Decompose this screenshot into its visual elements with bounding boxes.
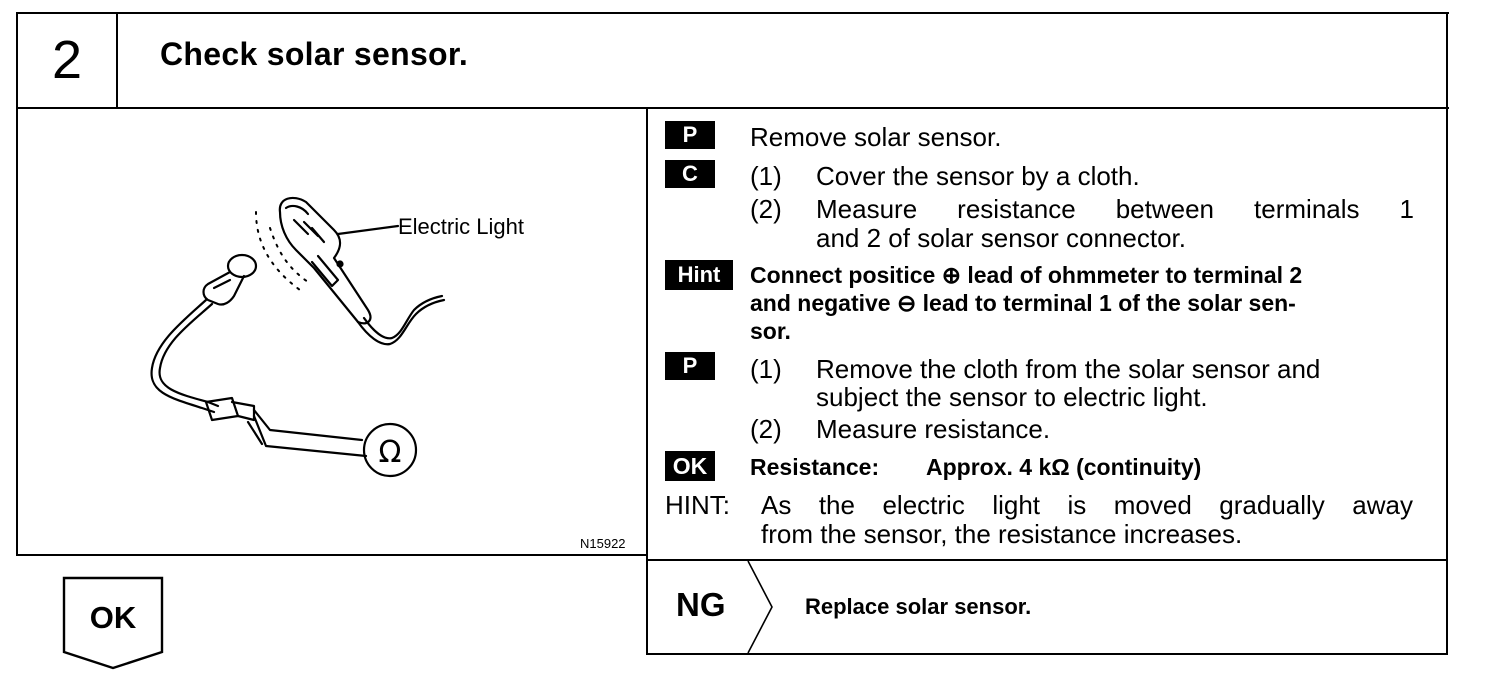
- note-line-1: As the electric light is moved gradually…: [761, 490, 1413, 520]
- note-line-2: from the sensor, the resistance increase…: [761, 519, 1243, 549]
- frame-right: [1446, 12, 1448, 655]
- frame-top: [16, 12, 1449, 14]
- step-number: 2: [51, 30, 83, 90]
- ng-label: NG: [676, 586, 726, 623]
- p2-step-2-num: (2): [750, 414, 782, 444]
- c-step-2-line-1: Measure resistance between terminals 1: [816, 194, 1414, 224]
- hint-line-1: Connect positice ⊕ lead of ohmmeter to t…: [750, 262, 1303, 288]
- c-step-2-num: (2): [750, 194, 782, 224]
- ohm-symbol: Ω: [379, 435, 402, 470]
- c-step-1-num: (1): [750, 161, 782, 191]
- ng-top: [646, 559, 1448, 561]
- step-divider: [116, 12, 118, 108]
- p2-step-2-text: Measure resistance.: [816, 414, 1051, 444]
- step-title: Check solar sensor.: [160, 36, 469, 72]
- figure-bottom: [16, 554, 648, 556]
- p2-step-1-line-1: Remove the cloth from the solar sensor a…: [816, 354, 1321, 384]
- badge-c-check: C: [665, 160, 715, 188]
- badge-ok-spec: OK: [665, 451, 715, 481]
- hint-line-3: sor.: [750, 318, 791, 344]
- header-bottom: [16, 107, 1449, 109]
- ng-action: Replace solar sensor.: [805, 594, 1032, 619]
- solar-sensor-illustration: Ω: [150, 196, 446, 478]
- p2-step-1-num: (1): [750, 354, 782, 384]
- badge-hint: Hint: [665, 260, 733, 290]
- badge-p-remove: P: [665, 121, 715, 149]
- c-step-2-line-2: and 2 of solar sensor connector.: [816, 223, 1187, 253]
- ok-result-label: OK: [89, 600, 137, 635]
- remove-sensor-text: Remove solar sensor.: [750, 122, 1002, 152]
- spec-value: Approx. 4 kΩ (continuity): [926, 454, 1202, 480]
- hint-line-2: and negative ⊖ lead to terminal 1 of the…: [750, 290, 1296, 316]
- flashlight-body: [278, 196, 372, 325]
- c-step-1-text: Cover the sensor by a cloth.: [816, 161, 1140, 191]
- ng-bottom: [646, 653, 1448, 655]
- ok-arrow-box: [62, 576, 164, 670]
- ng-chevron: [747, 561, 773, 653]
- p2-step-1-line-2: subject the sensor to electric light.: [816, 382, 1208, 412]
- spec-label: Resistance:: [750, 454, 880, 480]
- note-label: HINT:: [665, 490, 730, 520]
- column-divider: [646, 109, 648, 655]
- sensor-head: [226, 253, 258, 279]
- ohmmeter: [362, 422, 418, 478]
- badge-p-inspect: P: [665, 352, 715, 380]
- electric-light-label: Electric Light: [398, 214, 524, 239]
- frame-left: [16, 12, 18, 556]
- figure-id: N15922: [580, 536, 626, 551]
